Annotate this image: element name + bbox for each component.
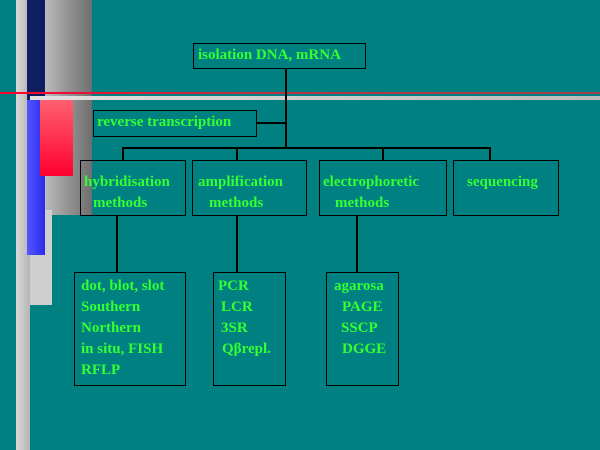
method-list-hybridisation: dot, blot, slot Southern Northern in sit… [74,272,186,386]
method-item: 3SR [221,320,248,336]
method-item: Northern [81,320,141,336]
reverse-transcription-label: reverse transcription [97,114,232,130]
category-title-line-2: methods [209,195,264,211]
method-list-amplification: PCR LCR 3SR Qβrepl. [213,272,286,386]
method-item: agarosa [334,278,384,294]
method-item: RFLP [81,362,121,378]
connector-cat-2-list [236,215,238,273]
method-item: PCR [218,278,249,294]
connector-cat-1-list [116,215,118,273]
method-item: DGGE [342,341,387,357]
category-node-hybridisation: hybridisation methods [80,160,186,216]
category-title-line-2: methods [335,195,390,211]
connector-root-down [285,68,287,148]
connector-horizontal-bus [122,147,490,149]
connector-bus-2 [236,147,238,161]
method-item: LCR [221,299,253,315]
category-title-line-1: amplification [198,174,283,190]
method-item: Southern [81,299,141,315]
connector-bus-3 [382,147,384,161]
connector-side-step [256,122,286,124]
decor-horizontal-rule [0,92,600,94]
decor-horizontal-rule-light [30,96,600,100]
method-item: dot, blot, slot [81,278,165,294]
category-node-sequencing: sequencing [453,160,559,216]
category-title-line-1: electrophoretic [323,174,420,190]
connector-bus-4 [489,147,491,161]
decor-red-block [40,100,73,176]
connector-cat-3-list [356,215,358,273]
reverse-transcription-node: reverse transcription [93,110,257,137]
category-title-line-1: sequencing [467,174,538,190]
decor-gray-strip [16,0,30,450]
category-node-electrophoretic: electrophoretic methods [319,160,447,216]
category-title-line-1: hybridisation [84,174,170,190]
connector-bus-1 [122,147,124,161]
method-item: in situ, FISH [81,341,164,357]
method-item: SSCP [341,320,378,336]
decor-navy-bar [27,0,45,100]
category-title-line-2: methods [93,195,148,211]
category-node-amplification: amplification methods [192,160,307,216]
method-list-electrophoretic: agarosa PAGE SSCP DGGE [326,272,399,386]
root-node-label: isolation DNA, mRNA [198,47,341,63]
root-node: isolation DNA, mRNA [193,43,366,69]
method-item: Qβrepl. [222,341,271,357]
method-item: PAGE [342,299,383,315]
